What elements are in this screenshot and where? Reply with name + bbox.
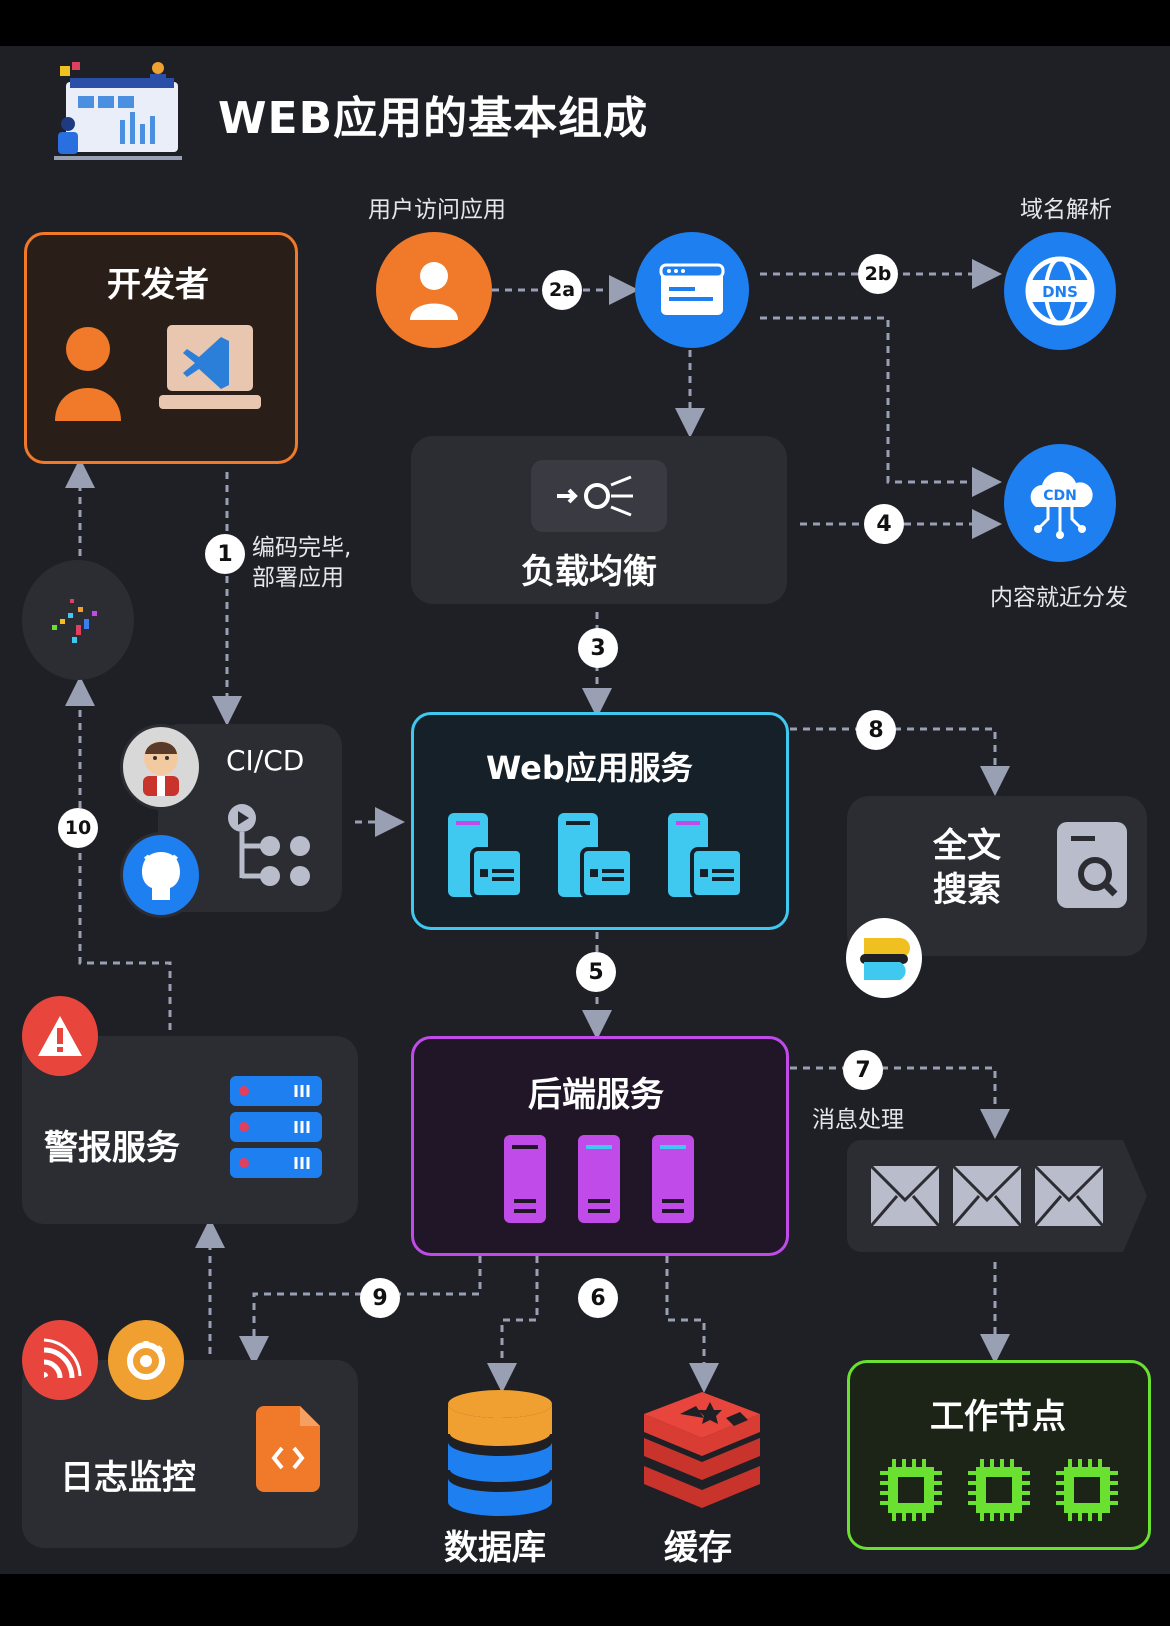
step1-label-line2: 部署应用 <box>252 565 344 591</box>
step-badge-2a: 2a <box>542 270 582 310</box>
step-badge-2b: 2b <box>858 254 898 294</box>
load-balancer-panel: 负载均衡 <box>411 436 787 604</box>
backend-server-icon <box>652 1135 694 1223</box>
step-badge-7: 7 <box>843 1050 883 1090</box>
content-nearby-label: 内容就近分发 <box>990 585 1128 611</box>
spark-icon <box>22 560 134 680</box>
jenkins-icon <box>120 724 202 810</box>
web-service-title: Web应用服务 <box>486 749 693 787</box>
envelope-icon <box>1033 1164 1105 1227</box>
search-document-icon <box>1057 822 1127 908</box>
web-server-icon <box>668 813 744 899</box>
developer-box: 开发者 <box>24 232 298 464</box>
github-icon <box>120 832 202 918</box>
step-badge-4: 4 <box>864 504 904 544</box>
web-service-box: Web应用服务 <box>411 712 789 930</box>
step-badge-8: 8 <box>856 710 896 750</box>
elastic-icon <box>846 918 922 998</box>
step-badge-6: 6 <box>578 1278 618 1318</box>
warning-icon <box>22 996 98 1076</box>
load-balancer-title: 负载均衡 <box>521 552 657 592</box>
code-file-icon <box>256 1406 320 1492</box>
cpu-chip-icon <box>1056 1459 1118 1521</box>
pipeline-icon <box>228 804 310 886</box>
backend-server-icon <box>504 1135 546 1223</box>
worker-title: 工作节点 <box>930 1397 1066 1437</box>
envelope-icon <box>951 1164 1023 1227</box>
step-badge-1: 1 <box>205 534 245 574</box>
worker-node-box: 工作节点 <box>847 1360 1151 1550</box>
developer-person-icon <box>55 327 121 421</box>
dns-icon-text: DNS <box>1042 283 1078 301</box>
message-processing-label: 消息处理 <box>812 1107 904 1133</box>
dns-resolve-label: 域名解析 <box>1020 197 1112 223</box>
fulltext-title-line2: 搜索 <box>933 870 1001 910</box>
laptop-vscode-icon <box>159 325 261 409</box>
backend-server-icon <box>578 1135 620 1223</box>
web-server-icons <box>448 813 744 899</box>
server-rack-icon <box>230 1076 322 1178</box>
page-title: WEB应用的基本组成 <box>218 93 649 144</box>
redis-cache-icon <box>640 1392 764 1508</box>
cpu-chip-icon <box>968 1459 1030 1521</box>
load-balancer-icon <box>531 460 667 532</box>
log-monitor-title: 日志监控 <box>60 1458 196 1498</box>
user-icon <box>376 232 492 348</box>
developer-title: 开发者 <box>107 265 209 305</box>
cdn-icon-text: CDN <box>1043 488 1077 504</box>
step-badge-5: 5 <box>576 952 616 992</box>
envelope-icon <box>869 1164 941 1227</box>
grafana-icon <box>108 1320 184 1400</box>
backend-service-box: 后端服务 <box>411 1036 789 1256</box>
dns-globe-icon: DNS <box>1004 232 1116 350</box>
database-icon <box>446 1388 554 1516</box>
alert-title: 警报服务 <box>44 1128 180 1168</box>
web-server-icon <box>448 813 524 899</box>
fulltext-title-line1: 全文 <box>933 826 1001 866</box>
cicd-title: CI/CD <box>226 744 305 777</box>
step-badge-9: 9 <box>360 1278 400 1318</box>
step-badge-10: 10 <box>58 808 98 848</box>
message-queue <box>847 1140 1147 1252</box>
backend-server-icons <box>504 1135 694 1223</box>
web-server-icon <box>558 813 634 899</box>
header-illustration <box>46 60 186 162</box>
cpu-chip-icons <box>880 1459 1118 1521</box>
prometheus-icon <box>22 1320 98 1400</box>
cache-label: 缓存 <box>664 1528 732 1568</box>
step-badge-3: 3 <box>578 628 618 668</box>
backend-title: 后端服务 <box>528 1075 664 1115</box>
cpu-chip-icon <box>880 1459 942 1521</box>
step1-label-line1: 编码完毕, <box>252 535 352 561</box>
cdn-cloud-icon: CDN <box>1004 444 1116 562</box>
user-access-label: 用户访问应用 <box>368 197 506 223</box>
database-label: 数据库 <box>444 1528 546 1568</box>
browser-icon <box>635 232 749 348</box>
